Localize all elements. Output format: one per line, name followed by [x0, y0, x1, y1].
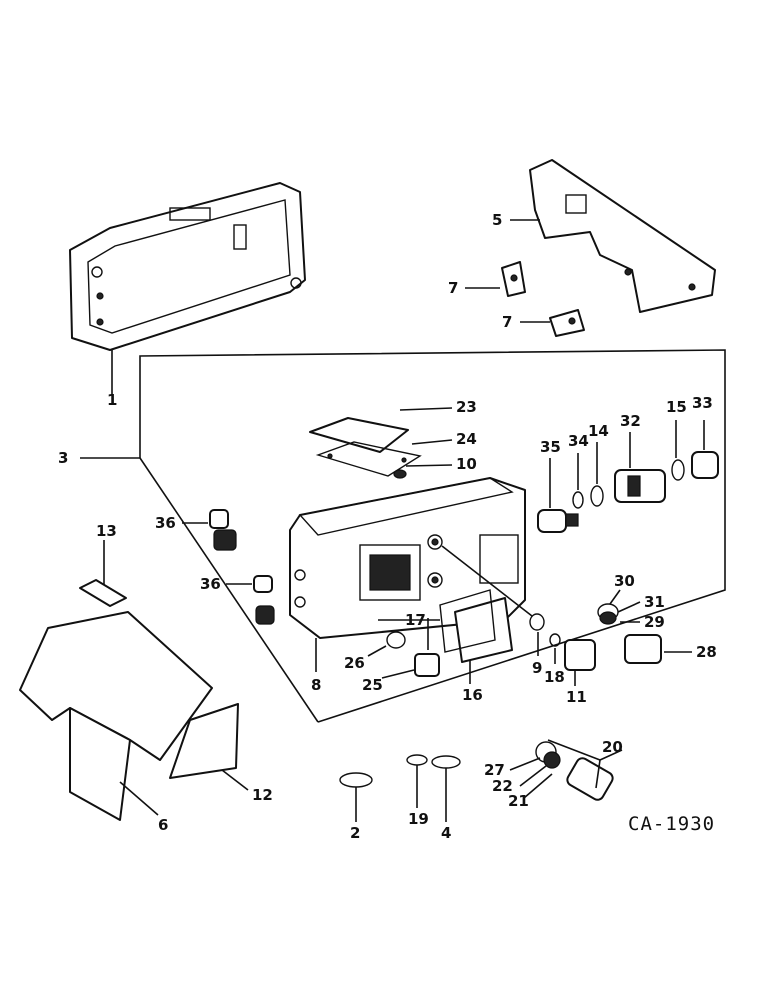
callout-2: 2 [350, 824, 360, 842]
part-31-ring [617, 601, 641, 613]
callout-6: 6 [158, 816, 168, 834]
callout-22: 22 [492, 777, 513, 795]
part-4-oring [431, 755, 461, 822]
part-36-plug-lower [226, 575, 275, 625]
part-35-fitting [537, 458, 579, 533]
callout-29: 29 [644, 613, 665, 631]
part-32-spool [614, 432, 666, 503]
callout-19: 19 [408, 810, 429, 828]
callout-4: 4 [441, 824, 451, 842]
callout-24: 24 [456, 430, 477, 448]
part-30-spring [597, 589, 621, 625]
callout-7-upper: 7 [448, 279, 458, 297]
callout-10: 10 [456, 455, 477, 473]
callout-16: 16 [462, 686, 483, 704]
callout-13: 13 [96, 522, 117, 540]
callout-7-lower: 7 [502, 313, 512, 331]
part-23-top-cover [309, 407, 453, 453]
part-7-clip-lower [520, 309, 585, 337]
part-33-cap [691, 420, 719, 479]
callout-11: 11 [566, 688, 587, 706]
group-3-outline [80, 349, 726, 723]
callout-36-upper: 36 [155, 514, 176, 532]
callout-25: 25 [362, 676, 383, 694]
callout-21: 21 [508, 792, 529, 810]
callout-12: 12 [252, 786, 273, 804]
part-7-clip-upper [465, 261, 526, 297]
callout-30: 30 [614, 572, 635, 590]
callout-17: 17 [405, 611, 426, 629]
part-18-washer [549, 633, 561, 664]
callout-1: 1 [107, 391, 117, 409]
part-19-oring [406, 754, 428, 808]
part-14-oring [590, 442, 604, 507]
callout-20: 20 [602, 738, 623, 756]
callout-5: 5 [492, 211, 502, 229]
part-28-plug [624, 634, 692, 664]
callout-26: 26 [344, 654, 365, 672]
callout-31: 31 [644, 593, 665, 611]
callout-15: 15 [666, 398, 687, 416]
callout-8: 8 [311, 676, 321, 694]
callout-32: 32 [620, 412, 641, 430]
part-6-shield [19, 611, 213, 821]
callout-33: 33 [692, 394, 713, 412]
callout-3: 3 [58, 449, 68, 467]
part-16-cover-plate [454, 597, 513, 684]
part-24-gasket [315, 439, 453, 477]
part-10-plug [393, 464, 453, 479]
callout-27: 27 [484, 761, 505, 779]
part-8-valve-body [289, 477, 526, 672]
part-15-oring [671, 420, 685, 481]
callout-23: 23 [456, 398, 477, 416]
part-5-bracket [510, 159, 716, 313]
part-12-side-plate [169, 703, 249, 791]
part-17-gasket [378, 589, 496, 653]
part-13-clip [79, 540, 127, 607]
callout-9: 9 [532, 659, 542, 677]
callout-36-lower: 36 [200, 575, 221, 593]
part-11-fitting [564, 639, 596, 686]
part-20-fitting-assembly [535, 739, 623, 801]
part-9-washer [441, 545, 545, 656]
callout-18: 18 [544, 668, 565, 686]
part-36-plug-upper [182, 509, 237, 551]
part-21-22-27-leaders [509, 757, 553, 799]
callout-14: 14 [588, 422, 609, 440]
callout-28: 28 [696, 643, 717, 661]
part-1-cover [69, 182, 306, 395]
part-26-oring [367, 631, 406, 657]
part-34-oring [572, 453, 584, 509]
callout-35: 35 [540, 438, 561, 456]
callout-34: 34 [568, 432, 589, 450]
part-25-plug [381, 653, 440, 679]
part-2-oring [339, 772, 373, 822]
diagram-code: CA-1930 [628, 813, 715, 835]
